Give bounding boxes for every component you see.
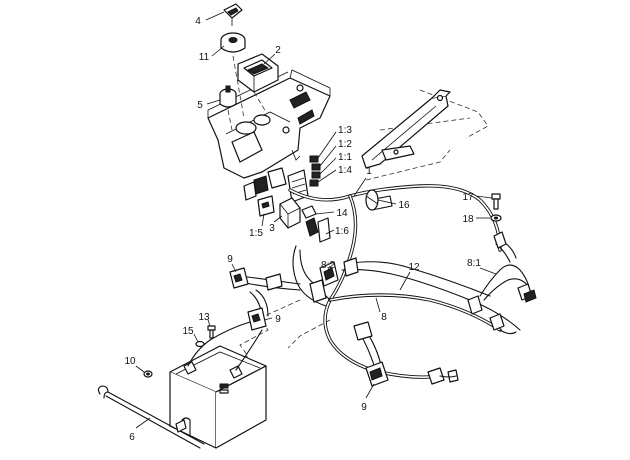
bolt-17 — [491, 193, 501, 210]
leader-lines — [135, 11, 497, 429]
callout-1-6: 1:6 — [335, 226, 349, 237]
callout-13: 13 — [198, 312, 210, 323]
callout-1: 1 — [366, 166, 372, 177]
switch-8-2 — [309, 257, 359, 303]
choke-knob — [219, 85, 237, 131]
callout-11: 11 — [199, 52, 210, 63]
callout-1-5: 1:5 — [249, 228, 263, 239]
callout-16: 16 — [398, 200, 410, 211]
control-panel-bracket — [207, 69, 331, 179]
callout-1-2: 1:2 — [338, 139, 352, 150]
callout-8: 8 — [381, 312, 387, 323]
callout-labels: 4 11 2 5 1:3 1:2 1:1 1:4 1 16 17 18 14 3… — [124, 16, 481, 443]
battery-hold-down-rod — [97, 385, 205, 449]
callout-17: 17 — [462, 192, 474, 203]
callout-3: 3 — [269, 223, 275, 234]
right-harness-branch — [467, 231, 537, 335]
callout-8-2: 8:2 — [321, 260, 335, 271]
callout-8-1: 8:1 — [467, 258, 481, 269]
callout-1-3: 1:3 — [338, 125, 352, 136]
callout-15: 15 — [182, 326, 194, 337]
side-bracket — [361, 89, 451, 169]
callout-6: 6 — [129, 432, 135, 443]
nut-10 — [143, 370, 153, 378]
callout-2: 2 — [275, 45, 281, 56]
lower-harness-branch — [353, 321, 459, 387]
callout-12: 12 — [408, 262, 420, 273]
callout-1-1: 1:1 — [338, 152, 352, 163]
callout-4: 4 — [195, 16, 201, 27]
ignition-switch — [220, 32, 246, 119]
ignition-key — [223, 3, 243, 26]
connector-stack — [309, 155, 321, 187]
callout-9-lower: 9 — [361, 402, 367, 413]
harness-clamp — [365, 189, 379, 211]
connector-14 — [301, 205, 331, 243]
nut-15 — [195, 340, 205, 348]
callout-5: 5 — [197, 100, 203, 111]
callout-14: 14 — [336, 208, 348, 219]
callout-1-4: 1:4 — [338, 165, 352, 176]
callout-18: 18 — [462, 214, 474, 225]
left-harness-branch — [229, 267, 301, 331]
terminal-bolt-13 — [207, 325, 216, 339]
callout-10: 10 — [124, 356, 136, 367]
relay — [279, 197, 301, 229]
washer-18 — [490, 214, 502, 222]
callout-9-upper: 9 — [227, 254, 233, 265]
hour-meter-housing — [237, 53, 279, 113]
callout-9-middle: 9 — [275, 314, 281, 325]
